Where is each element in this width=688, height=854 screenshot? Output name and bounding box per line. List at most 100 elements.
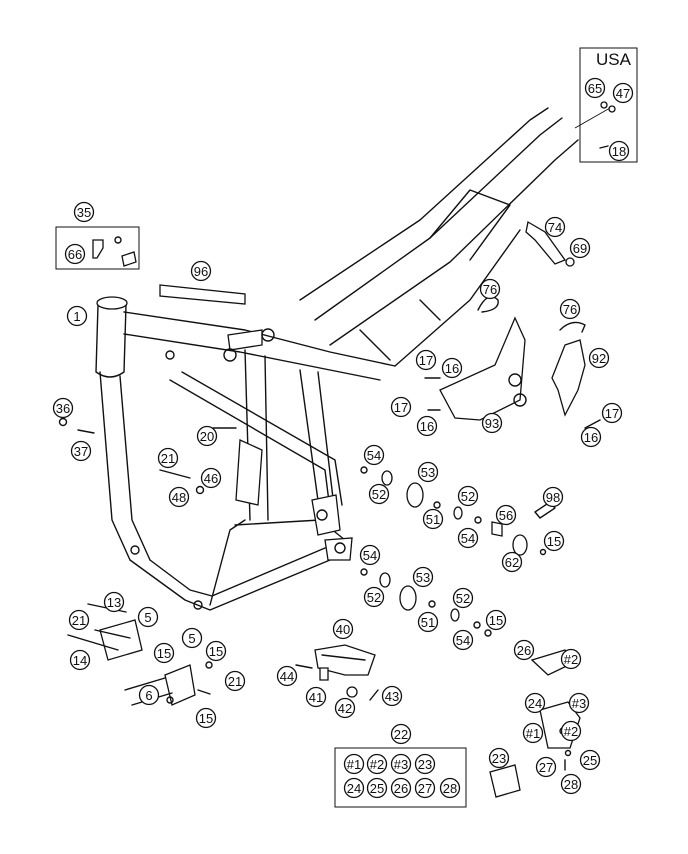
callout-callouts-c51a: 51 bbox=[422, 508, 444, 530]
callout-circle bbox=[415, 349, 437, 371]
callout-callouts-c52c: 52 bbox=[363, 586, 385, 608]
callout-number: #1 bbox=[347, 757, 361, 772]
callout-number: 51 bbox=[426, 512, 440, 527]
callout-callouts-c36: 36 bbox=[52, 397, 74, 419]
callout-number: 27 bbox=[418, 781, 432, 796]
callout-number: 35 bbox=[77, 205, 91, 220]
callout-number: 25 bbox=[583, 753, 597, 768]
callout-callouts-c54b: 54 bbox=[457, 527, 479, 549]
callout-circle bbox=[542, 486, 564, 508]
callout-number: 41 bbox=[309, 690, 323, 705]
callout-circle bbox=[481, 412, 503, 434]
callout-callouts-c96: 96 bbox=[190, 260, 212, 282]
callout-callouts-c25: 25 bbox=[579, 749, 601, 771]
callout-number: 1 bbox=[73, 309, 80, 324]
callout-circle bbox=[422, 508, 444, 530]
callout-number: 6 bbox=[145, 688, 152, 703]
callout-number: 17 bbox=[419, 353, 433, 368]
callout-circle bbox=[390, 723, 412, 745]
callout-circle bbox=[343, 777, 365, 799]
misc-parts bbox=[58, 220, 601, 798]
callout-callouts-c37: 37 bbox=[70, 440, 92, 462]
callout-circle bbox=[569, 237, 591, 259]
callout-callouts-c16a: 16 bbox=[441, 357, 463, 379]
callout-kit_35_box-callouts-1: 66 bbox=[64, 243, 86, 265]
callout-number: 98 bbox=[546, 490, 560, 505]
callout-number: 40 bbox=[336, 622, 350, 637]
callout-callouts-c2a: #2 bbox=[560, 648, 582, 670]
callout-number: 47 bbox=[616, 86, 630, 101]
callout-number: 46 bbox=[204, 471, 218, 486]
callout-number: 54 bbox=[363, 548, 377, 563]
callout-number: 56 bbox=[499, 508, 513, 523]
callout-callouts-c43: 43 bbox=[381, 685, 403, 707]
callout-circle bbox=[495, 504, 517, 526]
callout-circle bbox=[544, 216, 566, 238]
callout-usa_box-callouts-0: 65 bbox=[584, 77, 606, 99]
callout-circle bbox=[137, 606, 159, 628]
callout-circle bbox=[414, 777, 436, 799]
callout-number: 52 bbox=[372, 487, 386, 502]
callout-number: 17 bbox=[394, 400, 408, 415]
callout-callouts-c56: 56 bbox=[495, 504, 517, 526]
kit-22-box bbox=[334, 747, 467, 808]
callout-circle bbox=[580, 426, 602, 448]
callout-callouts-c52b: 52 bbox=[457, 485, 479, 507]
callout-circle bbox=[157, 447, 179, 469]
callout-callouts-c98: 98 bbox=[542, 486, 564, 508]
callout-kit_22_box-callouts-4: 23 bbox=[414, 753, 436, 775]
callout-number: 54 bbox=[461, 531, 475, 546]
callout-number: 36 bbox=[56, 401, 70, 416]
callout-kit_22_box-callouts-3: #3 bbox=[390, 753, 412, 775]
callout-circle bbox=[441, 357, 463, 379]
callout-number: 62 bbox=[505, 555, 519, 570]
callout-number: 14 bbox=[73, 653, 87, 668]
callout-number: 74 bbox=[548, 220, 562, 235]
callout-callouts-c74: 74 bbox=[544, 216, 566, 238]
callout-callouts-c3: #3 bbox=[568, 692, 590, 714]
callout-number: 15 bbox=[209, 644, 223, 659]
callout-callouts-c27: 27 bbox=[535, 756, 557, 778]
callout-circle bbox=[190, 260, 212, 282]
callout-callouts-c1: 1 bbox=[66, 305, 88, 327]
callout-circle bbox=[332, 618, 354, 640]
callout-circle bbox=[560, 720, 582, 742]
callout-number: #1 bbox=[526, 726, 540, 741]
callout-callouts-c42: 42 bbox=[334, 697, 356, 719]
callout-circle bbox=[416, 415, 438, 437]
callout-callouts-c24: 24 bbox=[524, 692, 546, 714]
callout-number: 92 bbox=[592, 351, 606, 366]
callout-number: 27 bbox=[539, 760, 553, 775]
callout-callouts-c5a: 5 bbox=[137, 606, 159, 628]
callout-circle bbox=[439, 777, 461, 799]
callout-callouts-c52d: 52 bbox=[452, 587, 474, 609]
callout-number: 96 bbox=[194, 264, 208, 279]
callout-number: 22 bbox=[394, 727, 408, 742]
callout-circle bbox=[196, 425, 218, 447]
callout-number: 43 bbox=[385, 689, 399, 704]
callout-kit_22_box-callouts-5: 24 bbox=[343, 777, 365, 799]
callout-circle bbox=[224, 670, 246, 692]
callout-callouts-c52a: 52 bbox=[368, 483, 390, 505]
callout-number: 21 bbox=[72, 613, 86, 628]
main-frame bbox=[95, 107, 579, 611]
callout-circle bbox=[588, 347, 610, 369]
callout-number: #2 bbox=[564, 724, 578, 739]
callout-circle bbox=[343, 753, 365, 775]
callout-callouts-c15e: 15 bbox=[195, 707, 217, 729]
callout-number: 15 bbox=[157, 646, 171, 661]
callout-circle bbox=[368, 483, 390, 505]
callout-circle bbox=[501, 551, 523, 573]
callout-callouts-c5b: 5 bbox=[181, 627, 203, 649]
callout-callouts-c46: 46 bbox=[200, 467, 222, 489]
callout-circle bbox=[66, 305, 88, 327]
usa-box-label: USA bbox=[596, 50, 632, 69]
callout-circle bbox=[452, 629, 474, 651]
callout-callouts-c54a: 54 bbox=[363, 444, 385, 466]
callout-callouts-c16b: 16 bbox=[416, 415, 438, 437]
callout-number: 17 bbox=[605, 406, 619, 421]
callout-number: 53 bbox=[416, 570, 430, 585]
callout-number: 37 bbox=[74, 444, 88, 459]
callout-kit_22_box-callouts-9: 28 bbox=[439, 777, 461, 799]
callout-callouts-c21b: 21 bbox=[68, 609, 90, 631]
